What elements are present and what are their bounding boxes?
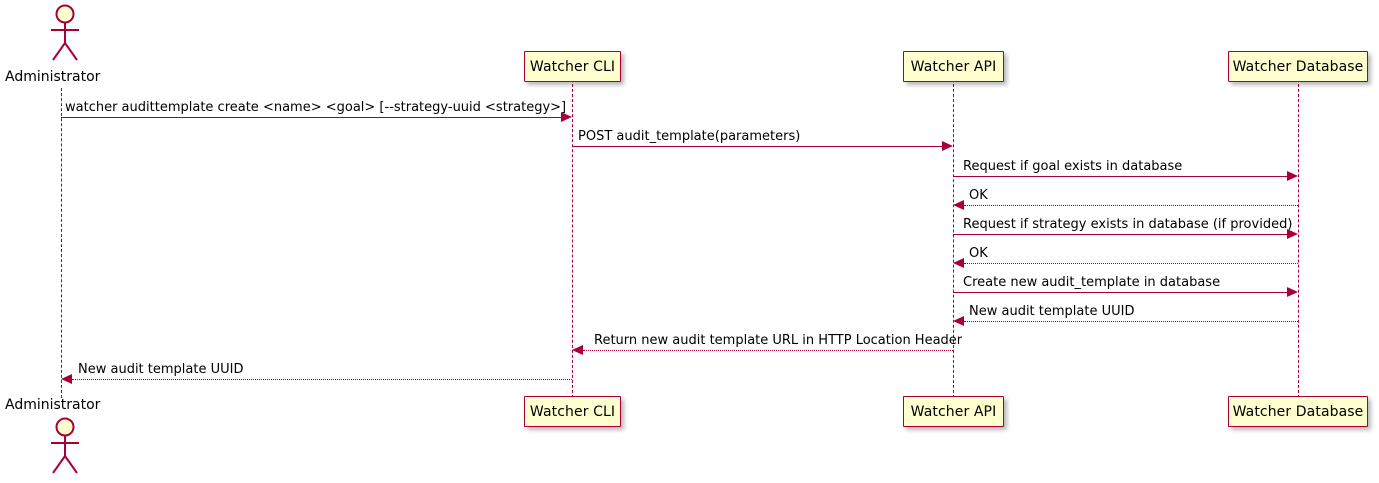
- message-line-1: [61, 117, 561, 118]
- message-line-8: [964, 321, 1298, 322]
- participant-watcher-api-bottom[interactable]: Watcher API: [903, 396, 1004, 427]
- participant-watcher-cli-bottom[interactable]: Watcher CLI: [524, 396, 621, 427]
- participant-watcher-cli-top[interactable]: Watcher CLI: [524, 51, 621, 82]
- message-line-3: [953, 176, 1287, 177]
- message-arrowhead-5: [1287, 229, 1298, 239]
- message-line-9: [583, 350, 953, 351]
- message-label-1: watcher audittemplate create <name> <goa…: [65, 100, 567, 115]
- message-arrowhead-8: [953, 316, 964, 326]
- actor-administrator-bottom-icon: [51, 417, 79, 474]
- message-label-8: New audit template UUID: [969, 304, 1135, 319]
- actor-administrator-top-label: Administrator: [5, 69, 101, 85]
- message-label-9: Return new audit template URL in HTTP Lo…: [594, 333, 963, 348]
- message-line-10: [72, 379, 572, 380]
- message-arrowhead-1: [561, 112, 572, 122]
- message-label-2: POST audit_template(parameters): [578, 129, 801, 144]
- message-line-7: [953, 292, 1287, 293]
- message-line-4: [964, 205, 1298, 206]
- participant-watcher-database-top[interactable]: Watcher Database: [1228, 51, 1368, 82]
- message-arrowhead-7: [1287, 287, 1298, 297]
- message-arrowhead-10: [61, 374, 72, 384]
- message-arrowhead-6: [953, 258, 964, 268]
- message-label-3: Request if goal exists in database: [963, 159, 1183, 174]
- message-line-2: [572, 146, 942, 147]
- message-line-6: [964, 263, 1298, 264]
- message-arrowhead-3: [1287, 171, 1298, 181]
- message-label-4: OK: [969, 188, 988, 203]
- actor-administrator-bottom-label: Administrator: [5, 397, 101, 413]
- message-arrowhead-4: [953, 200, 964, 210]
- lifeline-administrator: [61, 88, 62, 398]
- lifeline-watcher-cli: [572, 84, 573, 398]
- message-label-10: New audit template UUID: [78, 362, 244, 377]
- message-label-6: OK: [969, 246, 988, 261]
- message-label-7: Create new audit_template in database: [963, 275, 1221, 290]
- message-arrowhead-2: [942, 141, 953, 151]
- lifeline-watcher-database: [1298, 84, 1299, 398]
- participant-watcher-api-top[interactable]: Watcher API: [903, 51, 1004, 82]
- message-arrowhead-9: [572, 345, 583, 355]
- participant-watcher-database-bottom[interactable]: Watcher Database: [1228, 396, 1368, 427]
- lifeline-watcher-api: [953, 84, 954, 398]
- actor-administrator-top-icon: [51, 4, 79, 61]
- message-line-5: [953, 234, 1287, 235]
- message-label-5: Request if strategy exists in database (…: [963, 217, 1293, 232]
